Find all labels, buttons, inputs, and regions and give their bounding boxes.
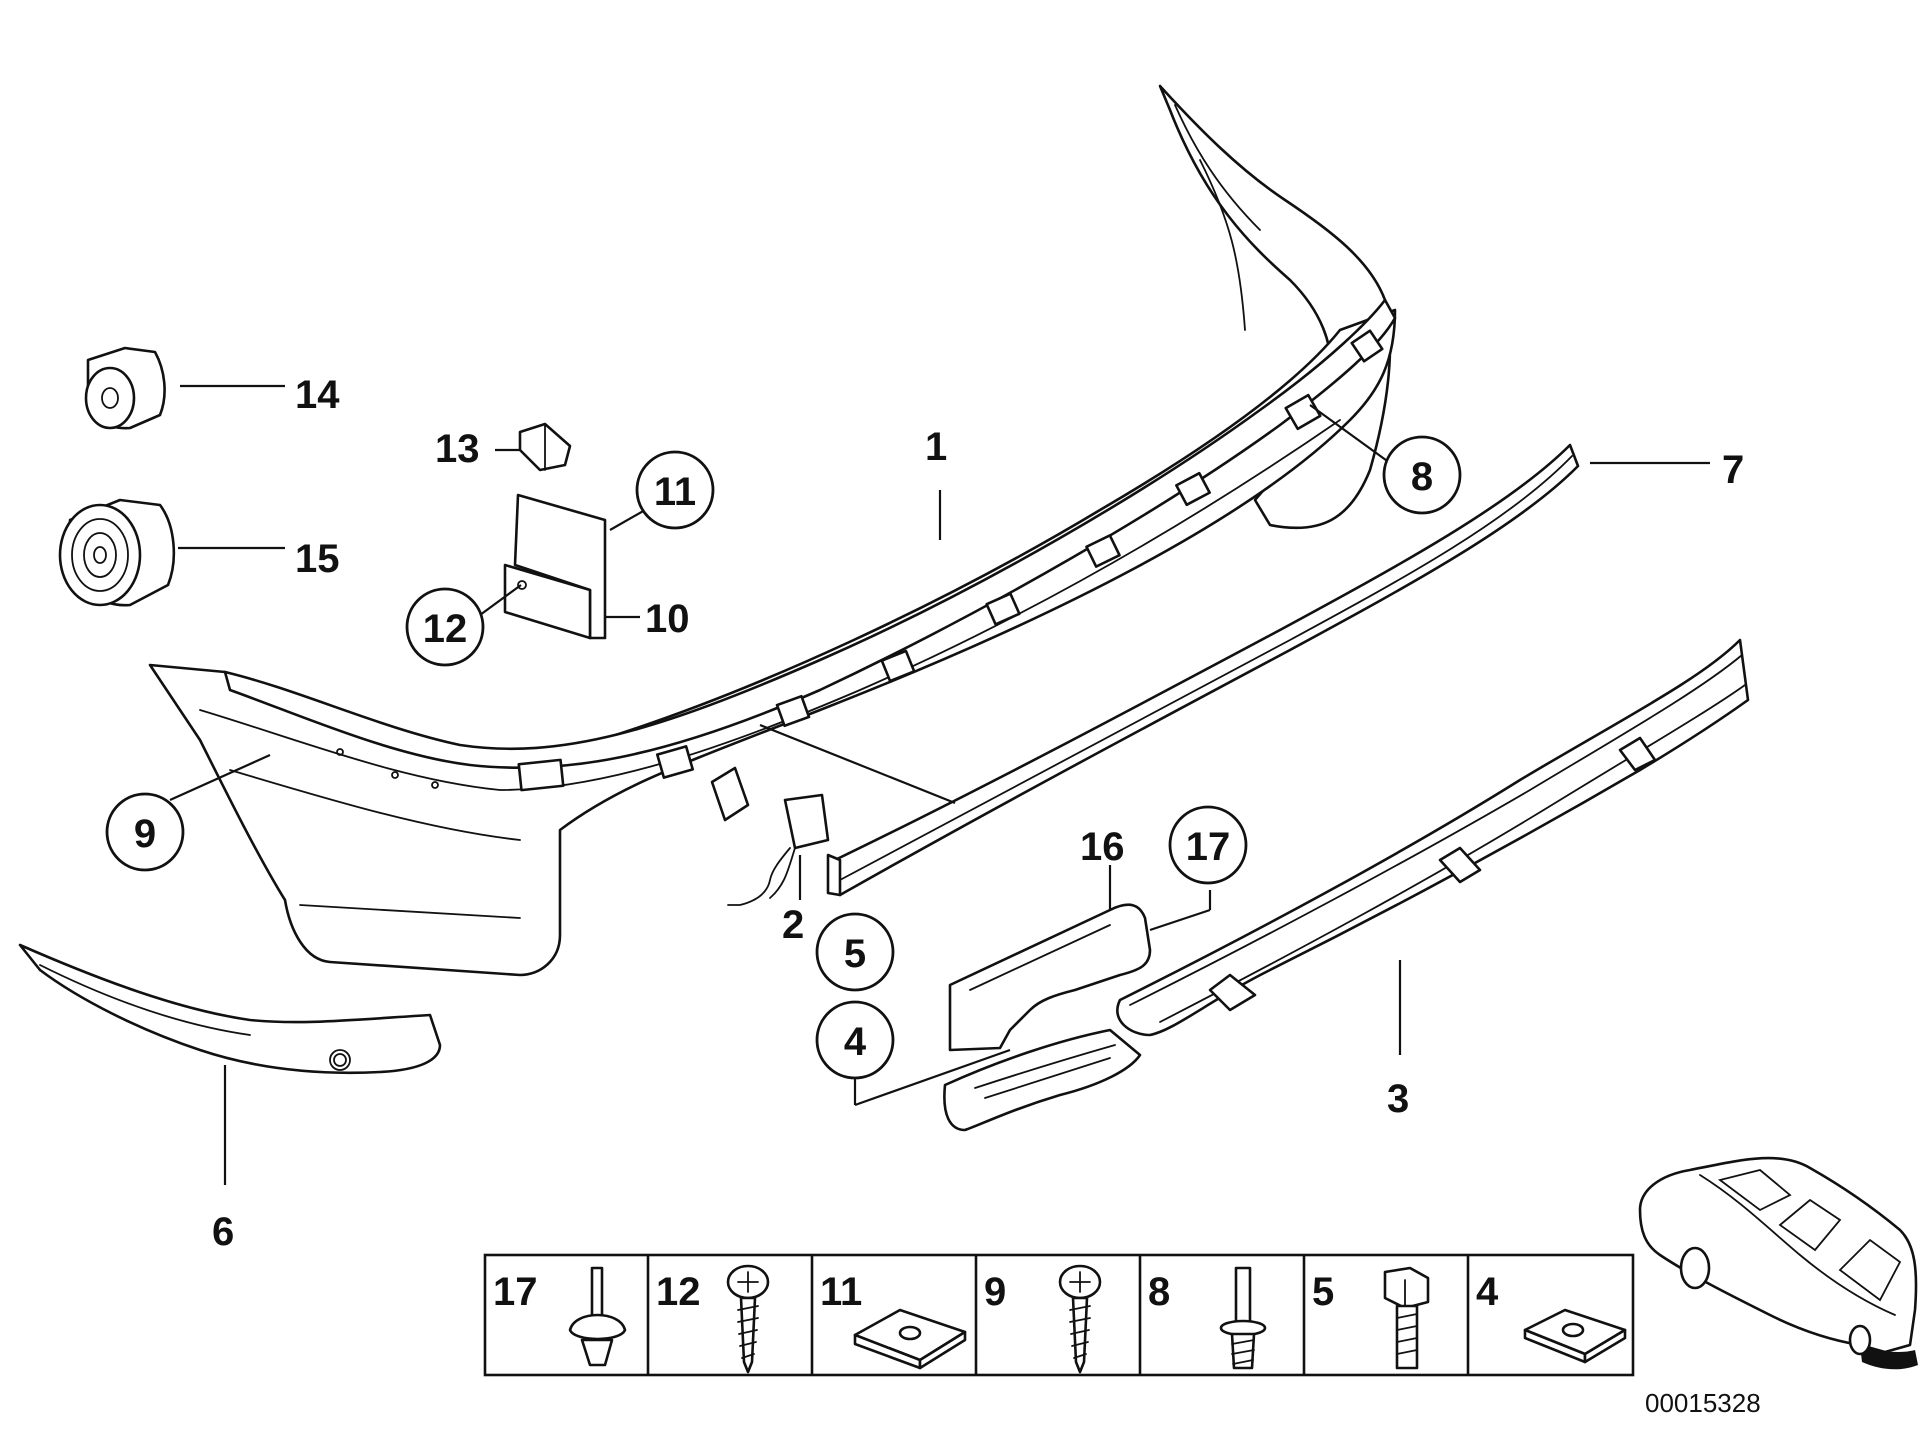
bracket	[948, 903, 1152, 1052]
car-silhouette-icon	[1638, 1156, 1918, 1370]
callout-7: 7	[1722, 448, 1744, 492]
callout-6: 6	[212, 1210, 234, 1254]
side-bracket	[943, 1028, 1142, 1132]
callout-labels: 1 2 3 6 7 10 13 14 15 16	[212, 373, 1744, 1254]
hex-bolt-icon	[1383, 1266, 1430, 1370]
callout-4: 4	[815, 1000, 895, 1080]
table-label-5: 5	[1312, 1270, 1334, 1314]
callout-8: 8	[1382, 435, 1462, 515]
callout-1: 1	[925, 425, 947, 469]
rubber-bush-small	[84, 346, 166, 430]
callout-15: 15	[295, 537, 340, 581]
moulding-strip-upper	[826, 443, 1580, 897]
rubber-bush-large	[58, 498, 176, 607]
table-label-11: 11	[820, 1270, 862, 1314]
callout-13: 13	[435, 427, 480, 471]
table-label-9: 9	[984, 1270, 1006, 1314]
table-label-12: 12	[656, 1270, 701, 1314]
svg-text:9: 9	[134, 812, 156, 856]
table-label-8: 8	[1148, 1270, 1170, 1314]
corner-strip	[18, 943, 442, 1075]
clip-nut-icon	[853, 1308, 967, 1370]
table-label-17: 17	[493, 1270, 538, 1314]
bumper-panel	[148, 84, 1397, 977]
tapping-screw-icon	[1058, 1264, 1102, 1374]
stud-bolt-icon	[1219, 1266, 1267, 1370]
table-label-4: 4	[1476, 1270, 1499, 1314]
clip-nut-icon	[1523, 1308, 1627, 1364]
fastener-table: 17 12 11 9	[483, 1253, 1635, 1377]
callout-10: 10	[645, 597, 690, 641]
svg-text:5: 5	[844, 932, 866, 976]
expanding-rivet-icon	[568, 1266, 627, 1367]
callout-9: 9	[105, 792, 185, 872]
callout-12: 12	[405, 587, 485, 667]
callout-11: 11	[635, 450, 715, 530]
svg-text:12: 12	[423, 607, 468, 651]
diagram-reference-number: 00015328	[1645, 1388, 1761, 1418]
callout-3: 3	[1387, 1077, 1409, 1121]
callout-5: 5	[815, 912, 895, 992]
callout-14: 14	[295, 373, 340, 417]
mounting-plate	[503, 493, 607, 640]
svg-text:8: 8	[1411, 455, 1433, 499]
svg-text:11: 11	[654, 470, 696, 514]
retaining-clip	[518, 422, 572, 472]
lower-valance	[1116, 638, 1750, 1037]
callout-17: 17	[1168, 805, 1248, 885]
svg-text:17: 17	[1186, 825, 1231, 869]
callout-2: 2	[782, 903, 804, 947]
sensor-connector	[710, 766, 830, 906]
leader-lines	[169, 384, 1710, 1185]
circled-callouts: 11 12 8 9 17 5 4	[105, 435, 1462, 1080]
callout-16: 16	[1080, 825, 1125, 869]
svg-text:4: 4	[844, 1020, 867, 1064]
tapping-screw-icon	[726, 1264, 770, 1374]
